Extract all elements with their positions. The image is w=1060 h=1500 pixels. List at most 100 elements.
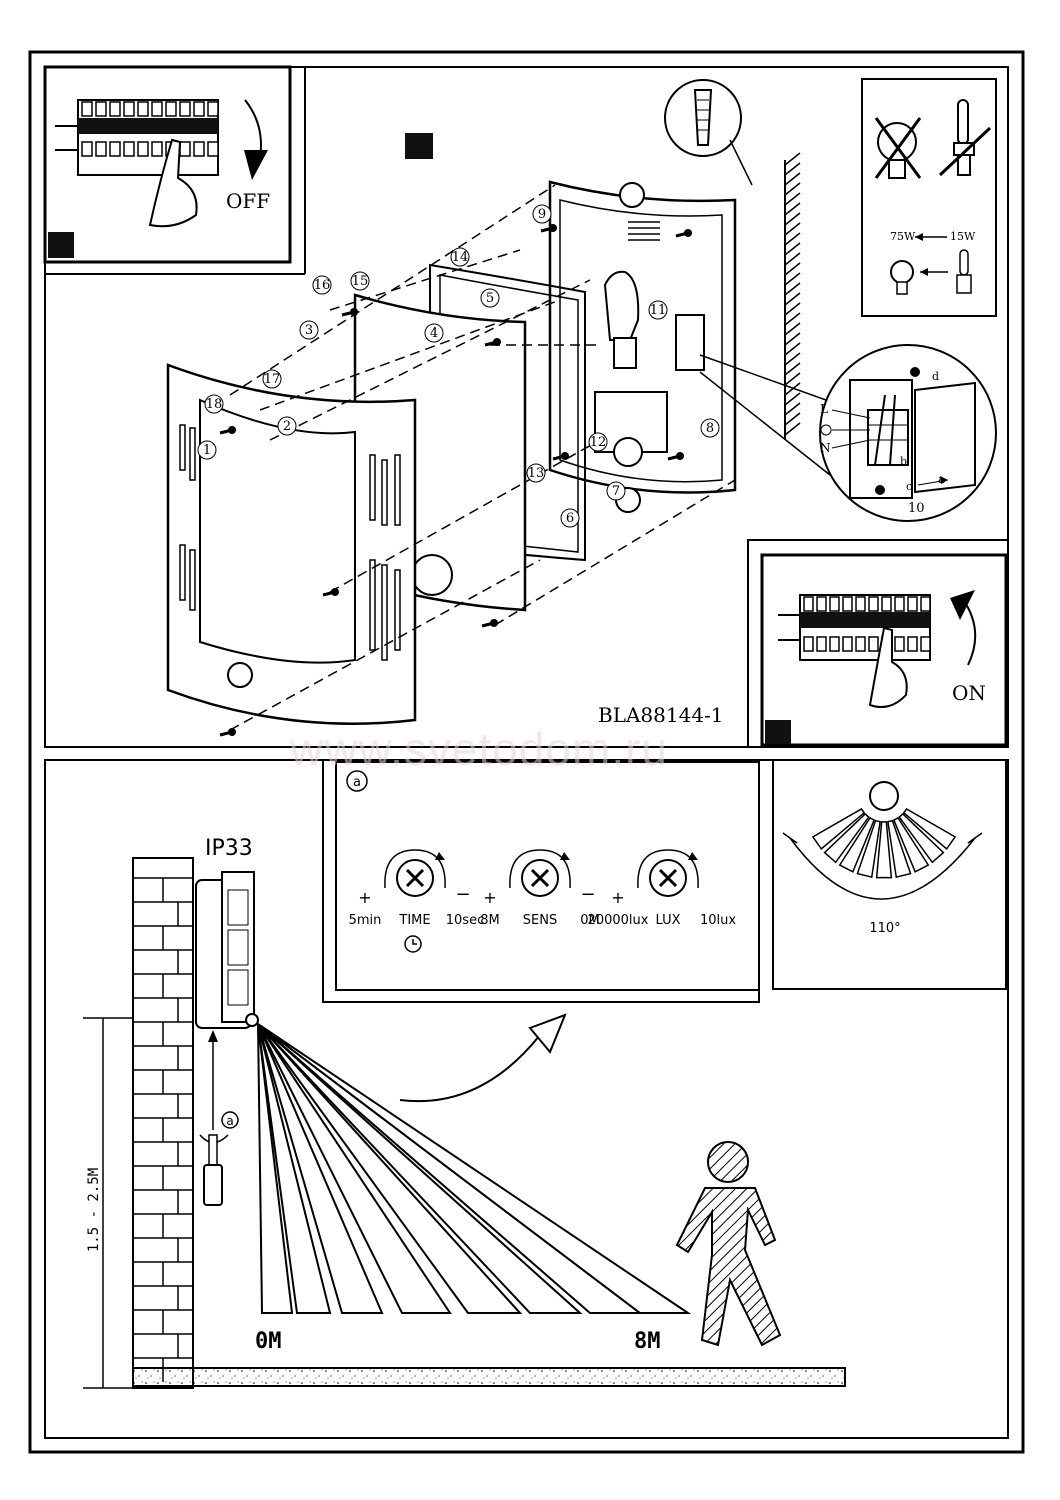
part-number-circle [350, 271, 370, 291]
back-housing [548, 180, 737, 513]
part-number-7: 7 [612, 484, 620, 499]
control-plus: + [483, 888, 496, 907]
part-number-3: 3 [305, 323, 313, 338]
wiring-screw-icon [875, 485, 885, 495]
bulb-compatibility-box: 75W 15W [861, 78, 997, 317]
part-number-circle [648, 300, 668, 320]
arrow-left-icon [920, 268, 928, 276]
breaker-switch [842, 596, 853, 612]
part-number-circle [197, 440, 217, 460]
breaker-switch [109, 101, 121, 117]
part-number-circle [526, 463, 546, 483]
part-number-circle [700, 418, 720, 438]
terminal-n: N [820, 441, 831, 455]
screwdriver-icon: a [199, 1030, 239, 1206]
arrow-up-icon [950, 590, 975, 620]
breaker-switch [109, 141, 121, 157]
part-number-circle [204, 394, 224, 414]
breaker-switch [207, 141, 219, 157]
hand-icon [148, 138, 198, 228]
breaker-switch [855, 596, 866, 612]
arrow-up-right-icon [528, 1013, 567, 1054]
angle-label: 110° [869, 921, 900, 936]
part-number-circle [424, 323, 444, 343]
breaker-switch [868, 636, 879, 652]
part-number-15: 15 [352, 274, 369, 289]
step-3-power-on-box: ON [747, 539, 1009, 748]
detection-beam [823, 812, 870, 864]
part-number-5: 5 [486, 291, 494, 306]
part-number-circle [299, 320, 319, 340]
part-number-18: 18 [206, 397, 223, 412]
part-number-circle [312, 275, 332, 295]
terminal-block [675, 314, 705, 371]
wiring-letter-d: d [932, 370, 939, 383]
breaker-switch [920, 596, 931, 612]
assembly-guide-line [229, 559, 541, 731]
breaker-switch [193, 101, 205, 117]
breaker-panel-icon [778, 594, 931, 661]
wall-lamp-side [195, 871, 259, 1029]
detection-beam [902, 807, 957, 850]
breaker-switch [816, 636, 827, 652]
step-2-badge [405, 133, 433, 159]
part-number-13: 13 [528, 466, 545, 481]
mount-height-label: 1.5 - 2.5M [86, 1168, 102, 1252]
part-number-10-detail: 10 [908, 501, 925, 516]
control-plus: + [611, 888, 624, 907]
detection-beam [898, 812, 945, 864]
breaker-switch [829, 636, 840, 652]
wall-plug-detail [664, 79, 753, 186]
cfl-wattage: 15W [950, 230, 976, 243]
control-min-value: 8M [480, 913, 500, 928]
detection-angle-panel: 110° [772, 759, 1007, 990]
part-number-2: 2 [283, 419, 291, 434]
wiring-screw-icon [910, 367, 920, 377]
part-number-circle [588, 432, 608, 452]
protection-rating: IP33 [205, 836, 253, 861]
assembly-guide-line [494, 479, 736, 626]
part-number-1: 1 [203, 443, 211, 458]
sensor-beam [257, 1023, 452, 1314]
wall-hatch [784, 152, 801, 440]
breaker-switch [855, 636, 866, 652]
control-max-value: 10sec [446, 913, 484, 928]
rotate-arrow-icon [688, 852, 698, 860]
tool-label: a [226, 1114, 233, 1128]
assembly-guide-line [329, 249, 521, 311]
part-number-4: 4 [430, 326, 438, 341]
control-name: SENS [523, 913, 557, 928]
breaker-switch [151, 101, 163, 117]
breaker-switch [829, 596, 840, 612]
cfl-bulb-icon [957, 99, 969, 145]
vent-slot [369, 454, 376, 521]
page-frame [28, 50, 1025, 1454]
breaker-switch [881, 596, 892, 612]
detection-beam [856, 819, 881, 879]
breaker-switch [165, 101, 177, 117]
vent-slot [381, 564, 388, 661]
breaker-switch [137, 141, 149, 157]
control-minus: − [455, 884, 470, 905]
breaker-switch [179, 101, 191, 117]
vent-slot [189, 549, 196, 611]
assembly-guide-line [259, 299, 561, 411]
cfl-bulb-icon [603, 270, 640, 341]
breaker-switch [193, 141, 205, 157]
breaker-switch [894, 596, 905, 612]
detection-beam [887, 819, 912, 879]
breaker-switch [894, 636, 905, 652]
detection-beam [811, 807, 866, 850]
assembly-guide-line [269, 279, 591, 441]
vent-slot [394, 569, 401, 651]
breaker-switch [179, 141, 191, 157]
arrow-down-icon [244, 150, 268, 180]
control-min-value: 5min [349, 913, 382, 928]
breaker-switch [95, 101, 107, 117]
range-near: 0M [255, 1329, 282, 1354]
control-min-value: 20000lux [588, 913, 649, 928]
range-far: 8M [634, 1329, 661, 1354]
sensor-beam [257, 1023, 294, 1314]
